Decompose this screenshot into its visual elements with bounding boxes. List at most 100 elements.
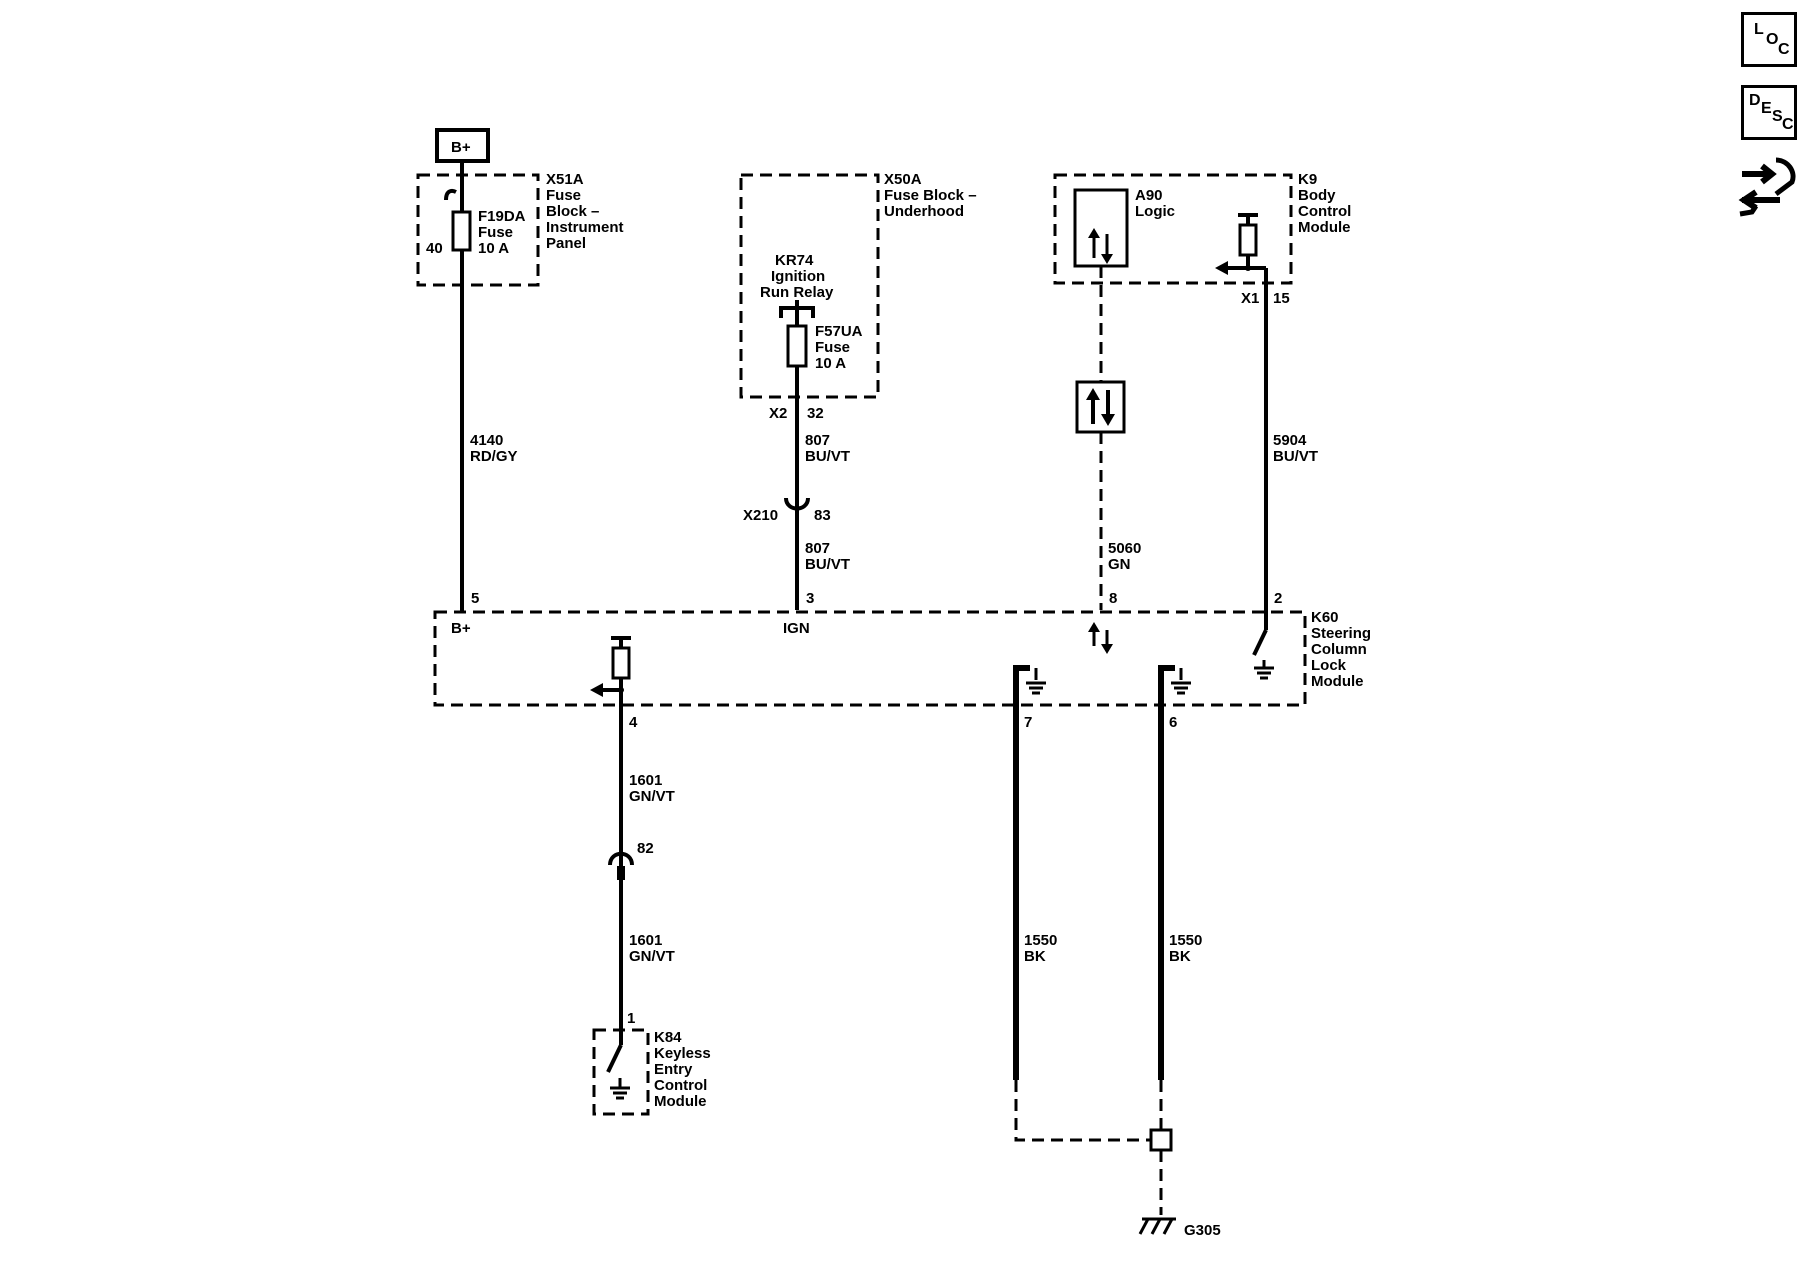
x50a-connector: X2	[769, 405, 787, 422]
k60-label-3: Column	[1311, 641, 1367, 658]
k84-label-1: K84	[654, 1029, 682, 1046]
desc-letter-d: D	[1749, 92, 1761, 109]
k84-pin-1: 1	[627, 1010, 635, 1027]
k60-input-arrow-icon	[590, 683, 603, 697]
wire-5904-color: BU/VT	[1273, 448, 1318, 465]
k60-pin-3: 3	[806, 590, 814, 607]
x50a-label-1: X50A	[884, 171, 922, 188]
battery-plus-label: B+	[451, 139, 471, 156]
x51a-bussbar-symbol	[444, 189, 457, 201]
connector-tool-icon	[1738, 157, 1796, 217]
k60-module-outline	[433, 610, 1307, 707]
x50a-label-3: Underhood	[884, 203, 964, 220]
k9-connector: X1	[1241, 290, 1259, 307]
k60-pin7-ground-icon	[1026, 668, 1046, 695]
serial-data-arrow-icon	[1086, 388, 1115, 426]
fuse-f19da-symbol	[451, 210, 472, 252]
wire-4140-number: 4140	[470, 432, 503, 449]
k60-label-1: K60	[1311, 609, 1339, 626]
relay-kr74-label-2: Ignition	[771, 268, 825, 285]
k60-bplus-label: B+	[451, 620, 471, 637]
k9-label-3: Control	[1298, 203, 1351, 220]
relay-kr74-label-3: Run Relay	[760, 284, 834, 301]
relay-kr74-label-1: KR74	[775, 252, 814, 269]
loc-button[interactable]: L O C	[1741, 12, 1797, 67]
a90-logic-box	[1073, 188, 1129, 268]
wire-807-upper-number: 807	[805, 432, 830, 449]
inline-connector-82-pin-label: 82	[637, 840, 654, 857]
x51a-label-2: Fuse	[546, 187, 581, 204]
x51a-label-3: Block –	[546, 203, 599, 220]
k9-label-4: Module	[1298, 219, 1351, 236]
k84-label-4: Control	[654, 1077, 707, 1094]
wire-1550-pin7-number: 1550	[1024, 932, 1057, 949]
ground-splice-box	[1149, 1128, 1173, 1152]
k9-label-1: K9	[1298, 171, 1317, 188]
wiring-diagram: B+ 40 X51A Fuse Block – Instrument Panel…	[416, 128, 1371, 1239]
ground-splice-left-dashed	[1014, 1080, 1150, 1142]
k60-pin6-ground-icon	[1171, 668, 1191, 695]
wire-1550-pin6-color: BK	[1169, 948, 1191, 965]
a90-label-2: Logic	[1135, 203, 1175, 220]
fuse-f19da-label-1: F19DA	[478, 208, 526, 225]
wire-1601-upper-number: 1601	[629, 772, 662, 789]
loc-letter-l: L	[1754, 21, 1764, 38]
wire-1601-lower-color: GN/VT	[629, 948, 675, 965]
connector-tool-button[interactable]	[1736, 152, 1798, 220]
k9-module-outline	[1053, 173, 1293, 285]
k9-pullup-resistor	[1238, 223, 1258, 257]
x210-pin: 83	[814, 507, 831, 524]
k60-label-2: Steering	[1311, 625, 1371, 642]
k60-pin-7: 7	[1024, 714, 1032, 731]
chassis-ground-g305-icon	[1138, 1217, 1176, 1235]
inline-connector-82-symbol	[608, 851, 634, 866]
desc-button[interactable]: D E S C	[1741, 85, 1797, 140]
a90-label-1: A90	[1135, 187, 1163, 204]
wire-807-upper-color: BU/VT	[805, 448, 850, 465]
wire-1601-upper-color: GN/VT	[629, 788, 675, 805]
fuse-f19da-label-2: Fuse	[478, 224, 513, 241]
k60-splice-dot	[618, 687, 624, 693]
k84-module-outline	[592, 1028, 650, 1116]
wire-807-lower-color: BU/VT	[805, 556, 850, 573]
k60-ign-label: IGN	[783, 620, 810, 637]
wire-5060-number: 5060	[1108, 540, 1141, 557]
x50a-label-2: Fuse Block –	[884, 187, 977, 204]
x50a-fuse-block-outline	[739, 173, 880, 399]
x51a-pin: 40	[426, 240, 443, 257]
k60-pin-8: 8	[1109, 590, 1117, 607]
loc-letter-o: O	[1766, 31, 1779, 48]
a90-bidirectional-arrow-icon	[1088, 228, 1113, 264]
k60-label-4: Lock	[1311, 657, 1347, 674]
k60-pin-5: 5	[471, 590, 479, 607]
k9-input-arrow-icon	[1215, 261, 1228, 275]
fuse-f19da-label-3: 10 A	[478, 240, 509, 257]
k84-switch	[606, 1044, 623, 1073]
desc-letter-c: C	[1782, 116, 1794, 133]
desc-letter-s: S	[1772, 108, 1783, 125]
k60-serial-data-arrow-icon	[1088, 622, 1113, 654]
k9-pin: 15	[1273, 290, 1290, 307]
k9-label-2: Body	[1298, 187, 1336, 204]
wire-1550-pin7-color: BK	[1024, 948, 1046, 965]
k60-pin2-switch	[1252, 629, 1268, 656]
wire-1601-lower-number: 1601	[629, 932, 662, 949]
x51a-label-5: Panel	[546, 235, 586, 252]
k60-pin-4: 4	[629, 714, 638, 731]
k60-label-5: Module	[1311, 673, 1364, 690]
k84-label-3: Entry	[654, 1061, 693, 1078]
loc-letter-c: C	[1778, 41, 1790, 58]
k84-label-2: Keyless	[654, 1045, 711, 1062]
serial-data-gateway-box	[1075, 380, 1126, 434]
wire-1550-pin6-number: 1550	[1169, 932, 1202, 949]
wire-5060-color: GN	[1108, 556, 1131, 573]
wire-5904-number: 5904	[1273, 432, 1307, 449]
x51a-label-4: Instrument	[546, 219, 624, 236]
k60-pullup-resistor	[611, 646, 631, 680]
desc-letter-e: E	[1761, 100, 1772, 117]
x210-inline-connector-symbol	[784, 497, 810, 511]
wire-4140-color: RD/GY	[470, 448, 518, 465]
k84-ground-icon	[610, 1078, 630, 1100]
k60-pin-6: 6	[1169, 714, 1177, 731]
fuse-f57ua-symbol	[786, 324, 808, 368]
